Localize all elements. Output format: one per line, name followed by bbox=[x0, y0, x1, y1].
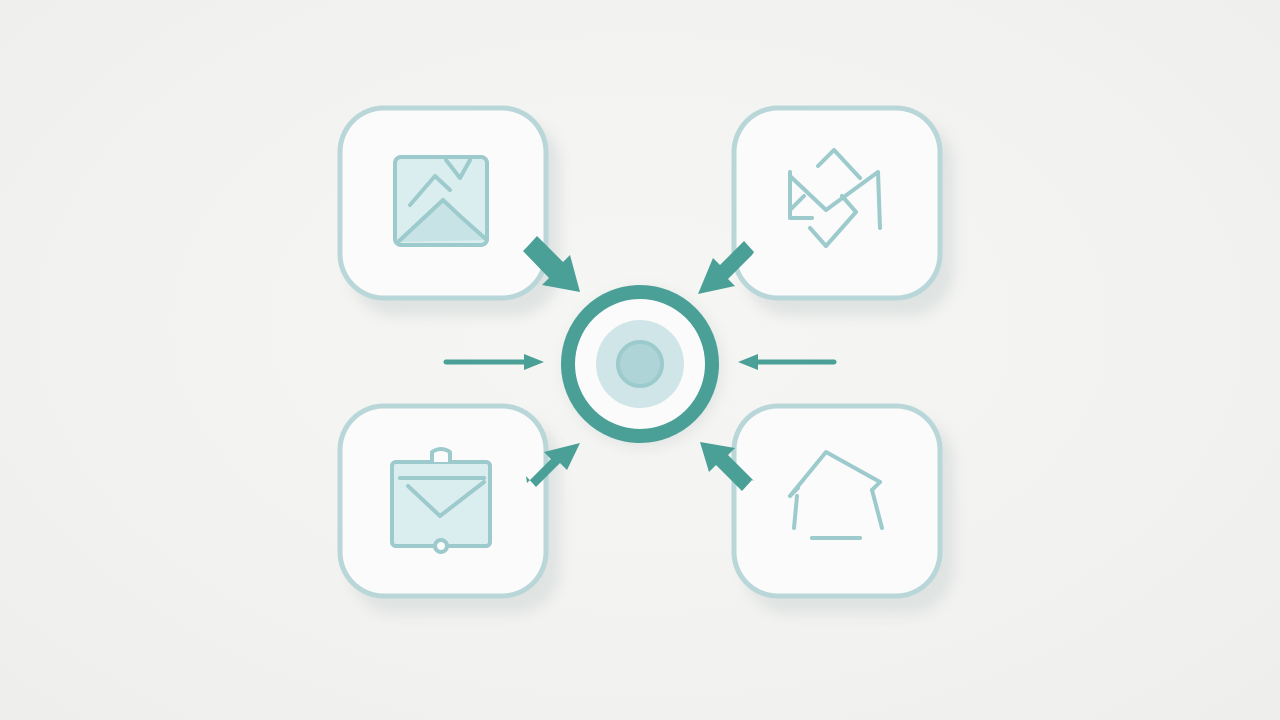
image-icon bbox=[393, 155, 489, 247]
arrow-left-to-hub bbox=[443, 354, 544, 370]
arrow-right-to-hub bbox=[738, 354, 837, 370]
tile-bottom-right bbox=[731, 403, 943, 599]
arrow-top-left-to-hub bbox=[523, 236, 580, 292]
tile-top-left bbox=[337, 105, 549, 301]
horizontal-arrows bbox=[443, 354, 837, 370]
tile-bottom-right-frame bbox=[731, 403, 943, 599]
mail-icon bbox=[788, 148, 882, 248]
arrow-bottom-left-to-hub bbox=[526, 443, 580, 487]
hub-core bbox=[616, 340, 664, 388]
arrow-bottom-right-to-hub bbox=[700, 442, 754, 491]
diagonal-arrows bbox=[523, 236, 754, 491]
arrow-top-right-to-hub bbox=[698, 241, 754, 294]
tile-top-right bbox=[731, 105, 943, 301]
clipboard-icon bbox=[390, 447, 492, 554]
target-hub-icon bbox=[561, 285, 723, 448]
tile-bottom-left bbox=[337, 403, 549, 599]
home-icon bbox=[788, 450, 884, 540]
